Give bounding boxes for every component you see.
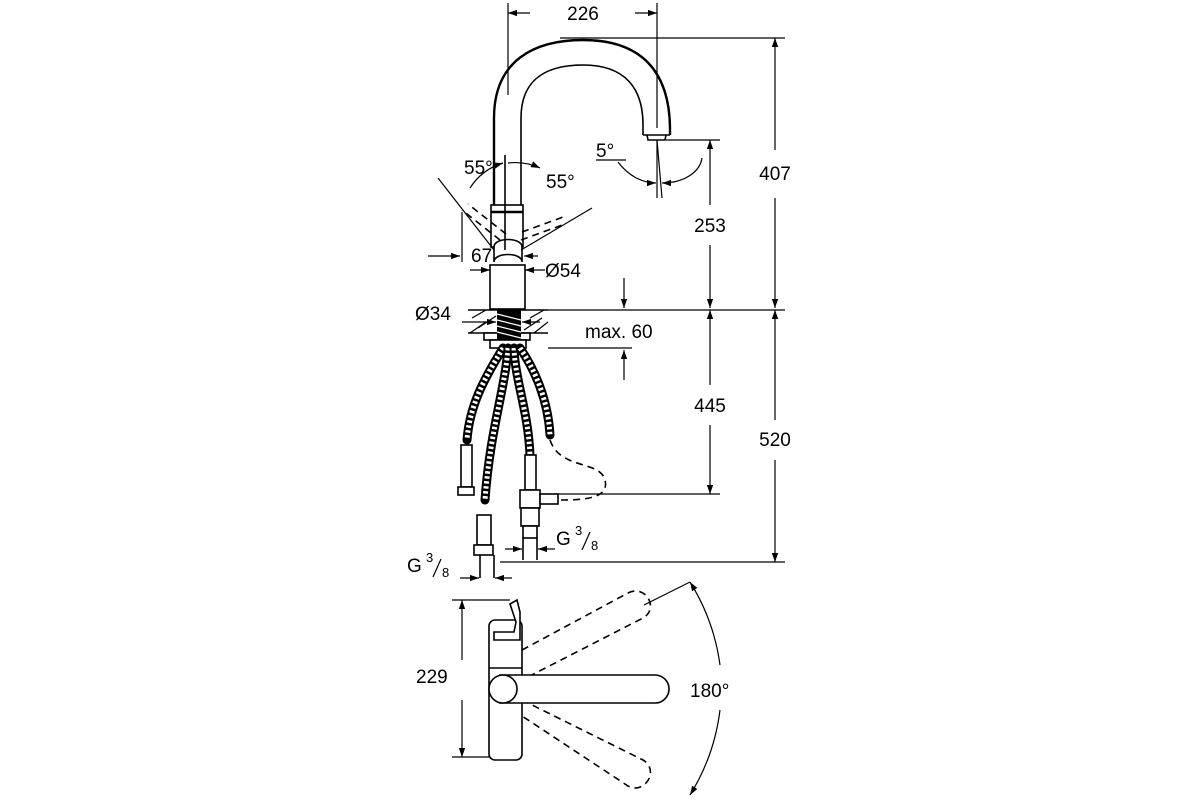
dim-hose-length [558,310,720,495]
label-handle-offset: 67 [471,246,492,267]
label-deck-thickness: max. 60 [585,322,653,343]
handle-swing-positions [437,155,593,251]
label-left-connection-prefix: G [407,556,422,577]
label-left-connection-num: 3 [426,550,433,565]
dim-swivel-angle [643,581,721,796]
label-spout-height: 253 [694,216,726,237]
side-view [428,3,785,582]
dim-total-height [560,37,785,308]
label-spout-tilt: 5° [596,141,614,162]
label-right-connection-num: 3 [575,523,582,538]
label-hole-diameter: Ø34 [415,304,451,325]
top-view-handle [499,674,670,704]
label-hose-length: 445 [694,396,726,417]
right-connector [519,454,559,560]
label-body-diameter: Ø54 [545,261,581,282]
dim-top-depth [452,599,510,758]
top-view-handle-dashed [521,590,652,789]
dim-spout-height [548,139,785,311]
threaded-shank [496,310,522,340]
label-right-connection-prefix: G [556,529,571,550]
label-handle-angle-left: 55° [464,158,493,179]
supply-hoses [462,343,555,505]
left-connector [457,444,495,578]
label-top-depth: 229 [416,667,448,688]
top-view [452,581,721,796]
spout-tilt-indicator [596,139,703,199]
dim-handle-offset [428,212,538,262]
label-left-connection-den: 8 [442,565,449,580]
label-left-connection: G 3 8 [407,550,449,580]
dimension-labels: 226 407 253 520 445 max. 60 Ø54 Ø34 67 5… [407,4,791,702]
label-right-connection-den: 8 [591,538,598,553]
label-below-deck: 520 [759,430,791,451]
pullout-hose-loop [549,439,607,501]
label-right-connection: G 3 8 [556,523,598,553]
label-spout-reach: 226 [567,4,599,25]
faucet-body [489,264,526,310]
label-handle-angle-right: 55° [546,172,575,193]
dim-deck-thickness [548,278,632,380]
label-swivel-angle: 180° [690,681,729,702]
spout [492,38,672,208]
label-total-height: 407 [759,164,791,185]
dim-spout-reach [507,3,658,128]
dim-below-deck [500,310,785,563]
